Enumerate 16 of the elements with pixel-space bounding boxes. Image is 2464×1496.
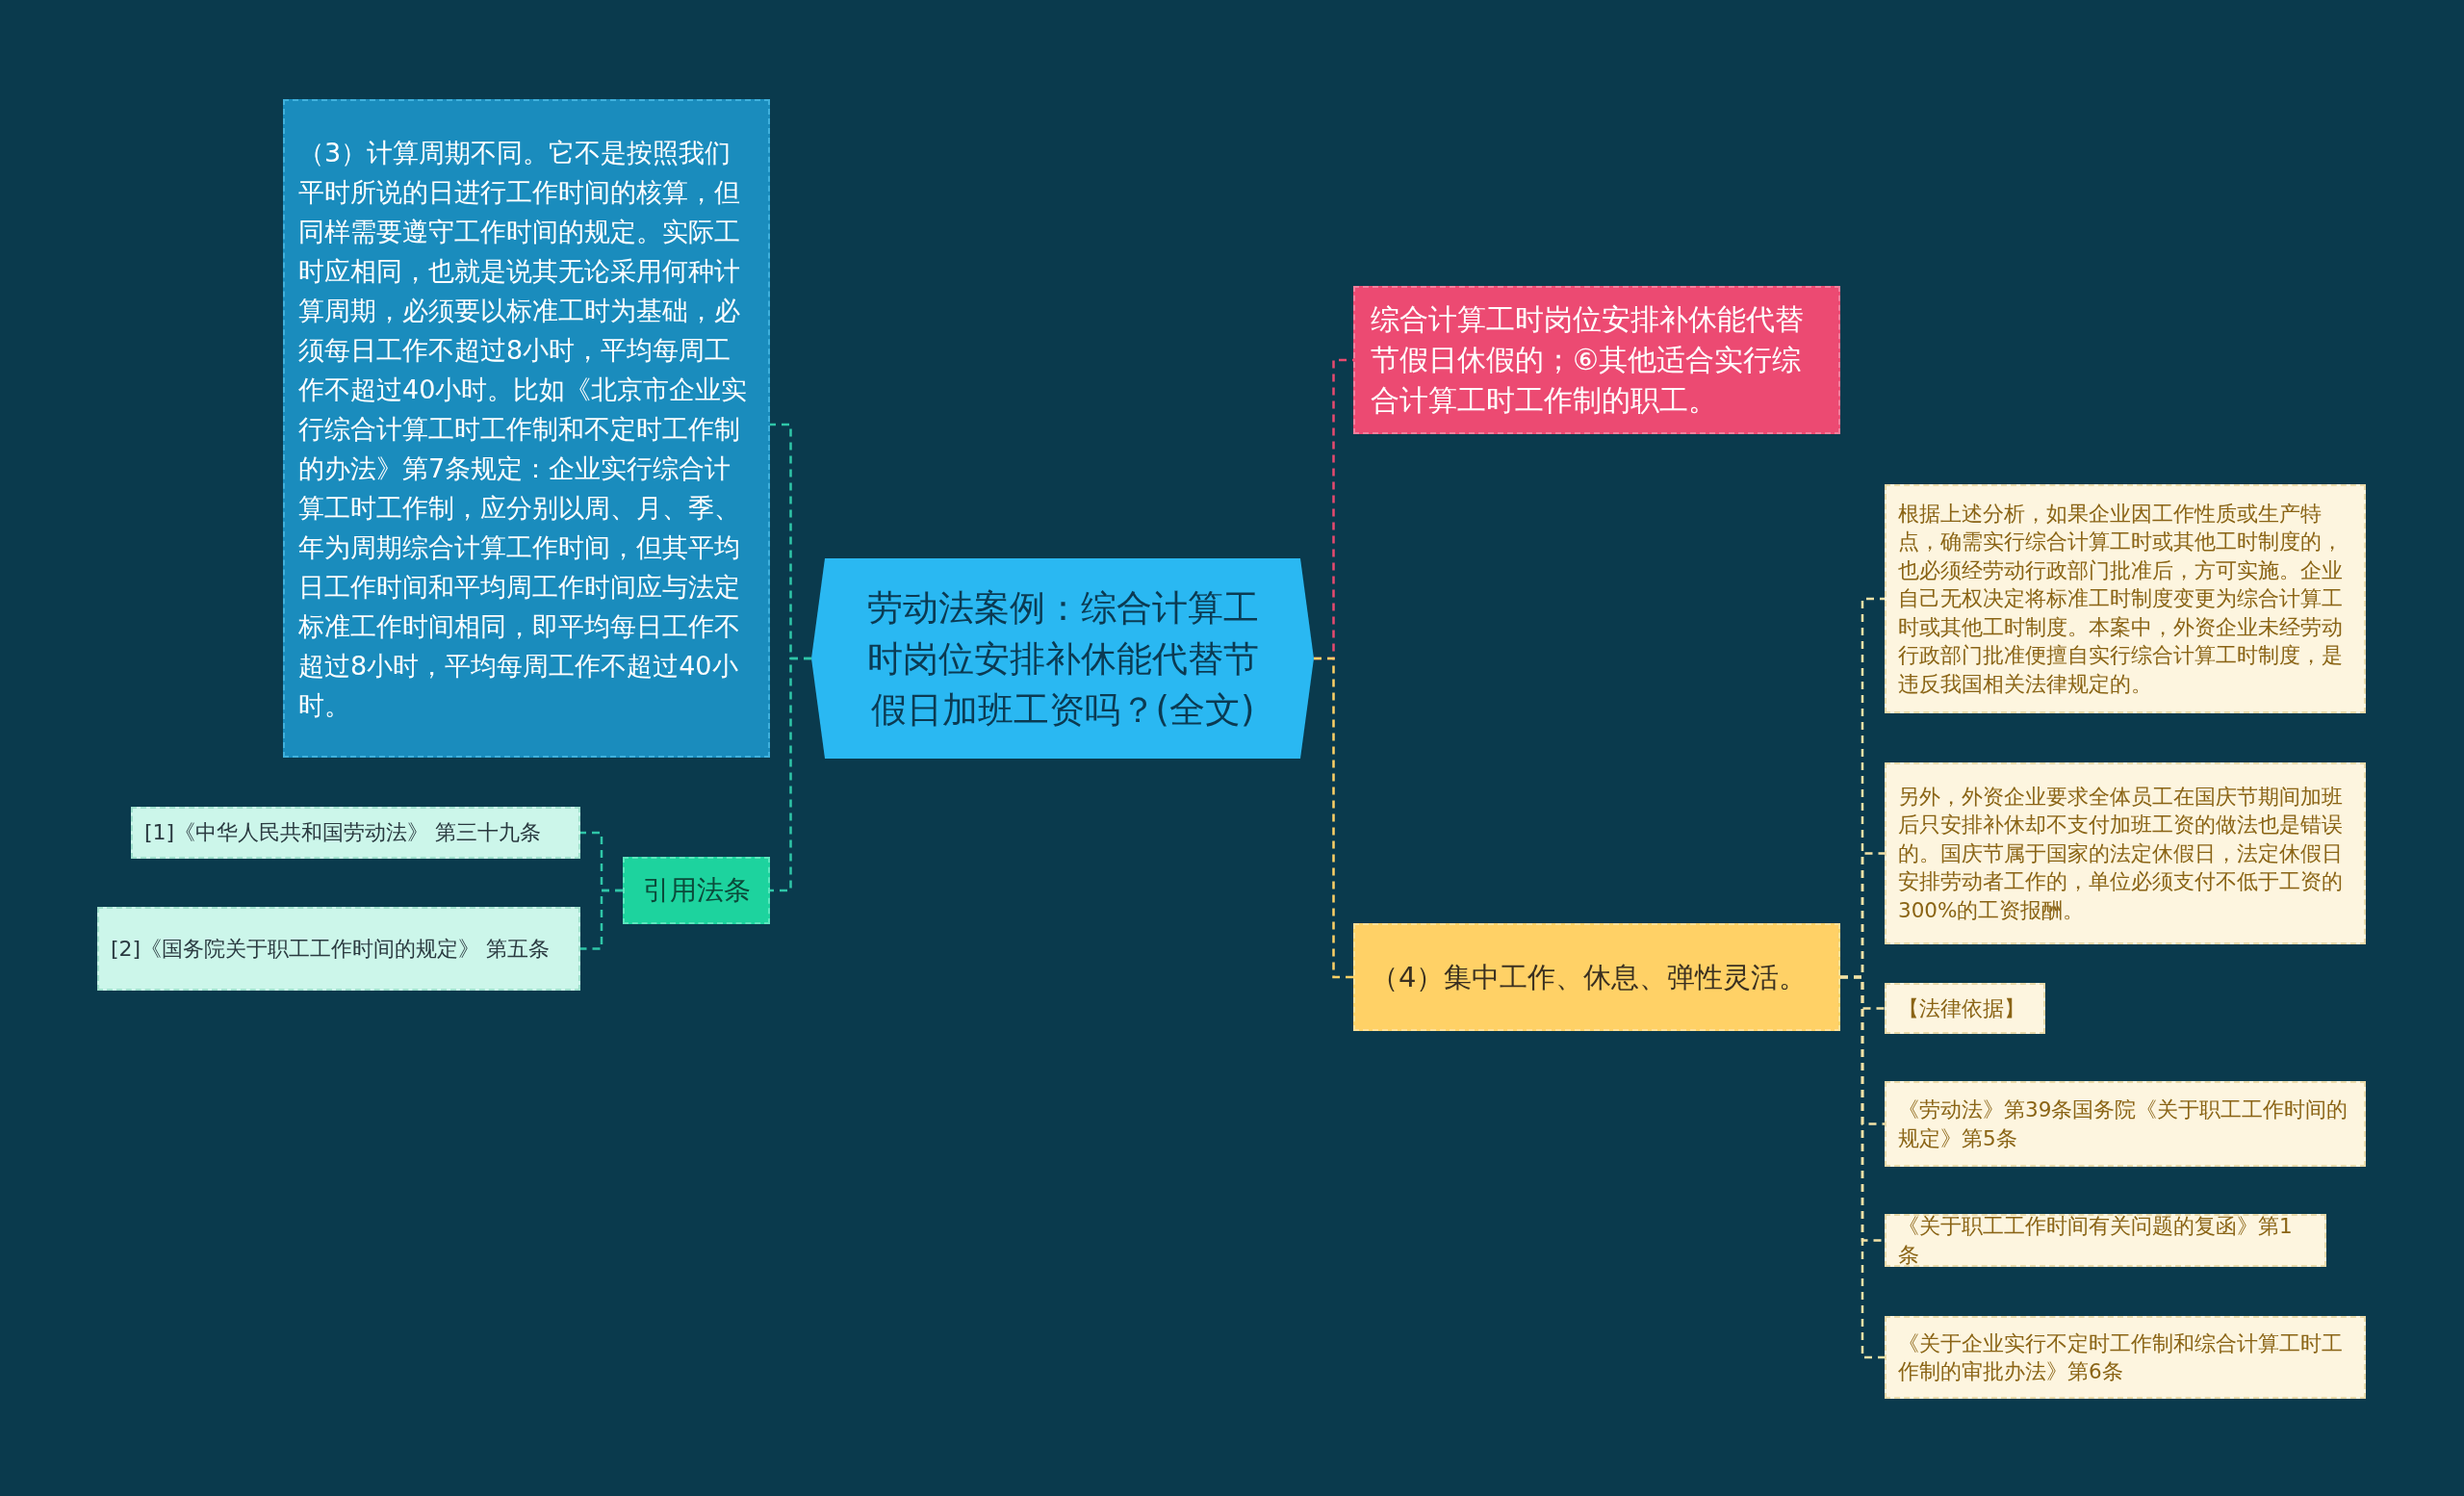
text-box: （4）集中工作、休息、弹性灵活。 [1353,923,1840,1031]
text-box: 《关于职工工作时间有关问题的复函》第1条 [1885,1214,2326,1267]
text-box: 综合计算工时岗位安排补休能代替节假日休假的；⑥其他适合实行综合计算工时工作制的职工。 [1353,286,1840,434]
connector [1314,657,1353,979]
text-box: 《关于企业实行不定时工作制和综合计算工时工作制的审批办法》第6条 [1885,1316,2366,1399]
text-box: 另外，外资企业要求全体员工在国庆节期间加班后只安排补休却不支付加班工资的做法也是错误的。国庆节属于国家的法定休假日，法定休假日安排劳动者工作的，单位必须支付不低于工资的300%的工资报酬。 [1885,762,2366,944]
text-box: 《劳动法》第39条国务院《关于职工工作时间的规定》第5条 [1885,1081,2366,1167]
connector [1840,975,1885,1359]
citation-box: [1]《中华人民共和国劳动法》 第三十九条 [131,807,580,859]
connector [580,889,623,950]
citation-box: [2]《国务院关于职工工作时间的规定》 第五条 [97,907,580,991]
connector [770,657,811,892]
text-box: （3）计算周期不同。它不是按照我们平时所说的日进行工作时间的核算，但同样需要遵守工作时间的规定。实际工时应相同，也就是说其无论采用何种计算周期，必须要以标准工时为基础，必须每日工作不超过8小时，平均每周工作不超过40小时。比如《北京市企业实行综合计算工时工作制和不定时工作制的办法》第7条规定：企业实行综合计算工时工作制，应分别以周、月、季、年为周期综合计算工作时间，但其平均日工作时间和平均周工作时间应与法定标准工作时间相同，即平均每日工作不超过8小时，平均每周工作不超过40小时。 [283,99,770,758]
text-box: 【法律依据】 [1885,983,2045,1034]
branch-box: 引用法条 [623,857,770,924]
text-box: 根据上述分析，如果企业因工作性质或生产特点，确需实行综合计算工时或其他工时制度的，也必须经劳动行政部门批准后，方可实施。企业自己无权决定将标准工时制度变更为综合计算工时或其他工时制度。本案中，外资企业未经劳动行政部门批准便擅自实行综合计算工时制度，是违反我国相关法律规定的。 [1885,484,2366,713]
